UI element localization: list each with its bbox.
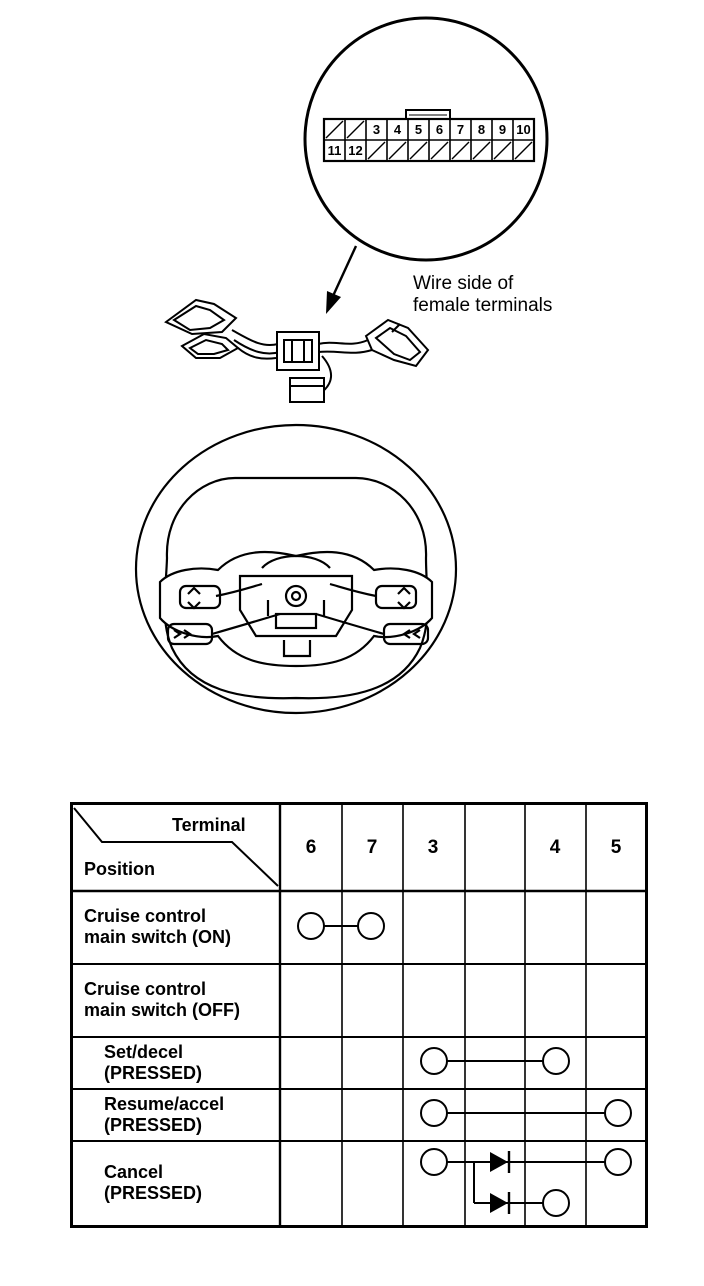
terminal-col-4: 4 bbox=[549, 837, 561, 858]
connector-terminal-number: 11 bbox=[327, 143, 342, 158]
connector-terminal-number: 9 bbox=[498, 122, 507, 137]
continuity-row-set-decel bbox=[420, 1047, 570, 1075]
terminal-circle bbox=[420, 1047, 448, 1075]
connector-terminal-number: 3 bbox=[372, 122, 381, 137]
unused-terminal-slash bbox=[367, 141, 386, 160]
switch-harness bbox=[164, 298, 430, 403]
continuity-table: Terminal Position 6 7 3 4 5 Cruise contr… bbox=[70, 802, 648, 1228]
terminal-col-6: 6 bbox=[305, 837, 317, 858]
terminal-circle bbox=[420, 1148, 448, 1176]
terminal-circle bbox=[297, 912, 325, 940]
header-terminal: Terminal bbox=[172, 815, 246, 835]
connector-terminal-number: 5 bbox=[414, 122, 423, 137]
unused-terminal-slash bbox=[451, 141, 470, 160]
steering-wheel bbox=[134, 423, 458, 715]
connector-caption: Wire side of female terminals bbox=[413, 273, 552, 317]
terminal-circle bbox=[604, 1099, 632, 1127]
continuity-row-cancel bbox=[420, 1148, 632, 1217]
terminal-col-7: 7 bbox=[366, 837, 378, 858]
diode-icon bbox=[490, 1151, 511, 1173]
terminal-circle bbox=[542, 1189, 570, 1217]
unused-terminal-slash bbox=[409, 141, 428, 160]
table-grid bbox=[70, 802, 648, 1228]
connector-terminal-number: 7 bbox=[456, 122, 465, 137]
terminal-circle bbox=[420, 1099, 448, 1127]
terminal-circle bbox=[357, 912, 385, 940]
terminal-circle bbox=[542, 1047, 570, 1075]
connector-terminal-number: 4 bbox=[393, 122, 402, 137]
row-set-decel: Set/decel (PRESSED) bbox=[104, 1042, 203, 1083]
continuity-row-main-on bbox=[297, 912, 385, 940]
connector-face bbox=[322, 109, 536, 163]
unused-terminal-slash bbox=[430, 141, 449, 160]
unused-terminal-slash bbox=[514, 141, 533, 160]
diode-icon bbox=[490, 1192, 511, 1214]
caption-line-1: Wire side of bbox=[413, 273, 514, 294]
connector-terminal-number: 8 bbox=[477, 122, 486, 137]
header-position: Position bbox=[84, 859, 155, 879]
row-main-switch-on: Cruise control main switch (ON) bbox=[84, 906, 232, 947]
steering-wheel-illustration bbox=[134, 16, 549, 715]
pointer-arrow bbox=[326, 245, 358, 314]
unused-terminal-slash bbox=[388, 141, 407, 160]
terminal-col-3: 3 bbox=[427, 837, 439, 858]
terminal-col-5: 5 bbox=[610, 837, 622, 858]
unused-terminal-slash bbox=[493, 141, 512, 160]
caption-line-2: female terminals bbox=[413, 295, 553, 316]
terminal-circle bbox=[604, 1148, 632, 1176]
row-main-switch-off: Cruise control main switch (OFF) bbox=[84, 979, 241, 1020]
connector-terminal-number: 6 bbox=[435, 122, 444, 137]
connector-terminal-number: 10 bbox=[516, 122, 531, 137]
connector-terminal-number: 12 bbox=[348, 143, 363, 158]
unused-terminal-slash bbox=[346, 120, 365, 139]
row-cancel: Cancel (PRESSED) bbox=[104, 1162, 203, 1203]
unused-terminal-slash bbox=[325, 120, 344, 139]
unused-terminal-slash bbox=[472, 141, 491, 160]
continuity-row-resume-accel bbox=[420, 1099, 632, 1127]
row-resume-accel: Resume/accel (PRESSED) bbox=[104, 1094, 225, 1135]
